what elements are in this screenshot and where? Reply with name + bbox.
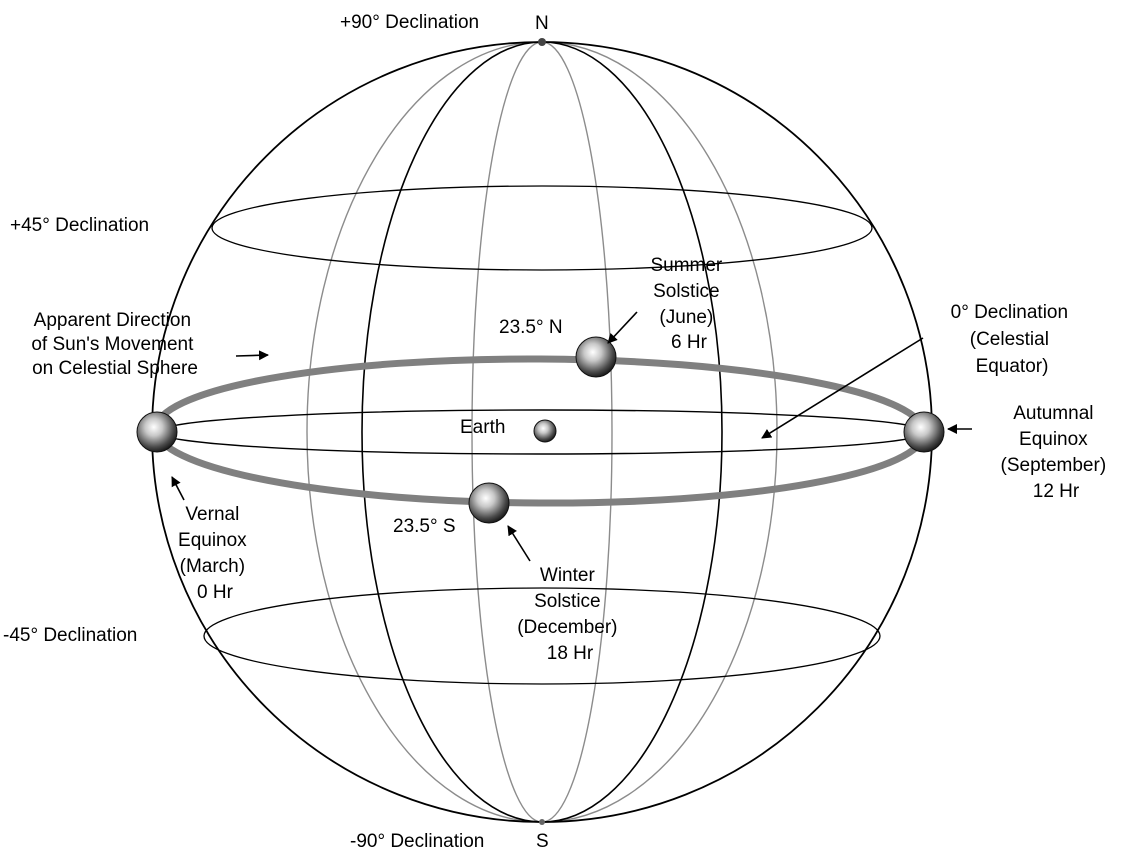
autumnal-equinox-line: 12 Hr: [1033, 481, 1080, 502]
vernal-equinox-line: (March): [180, 556, 245, 577]
apparent-motion-line: Apparent Direction: [34, 310, 191, 331]
earth-label: Earth: [460, 417, 505, 438]
vernal-equinox-sun: [136, 411, 178, 453]
summer-solstice-line: Solstice: [653, 281, 720, 302]
apparent-motion-label: Apparent Direction of Sun's Movement on …: [31, 310, 198, 379]
winter-solstice-line: (December): [517, 617, 617, 638]
vernal-equinox-line: 0 Hr: [197, 582, 234, 603]
summer-solstice-arrow: [607, 311, 638, 344]
vernal-equinox-line: Equinox: [178, 530, 247, 551]
vernal-equinox-label: Vernal Equinox (March) 0 Hr: [178, 504, 252, 603]
labels: +90° Declination N +45° Declination Appa…: [3, 12, 1112, 852]
plus45-declination-label: +45° Declination: [10, 215, 149, 236]
winter-solstice-line: Winter: [540, 565, 596, 586]
north-pole-label: N: [535, 13, 549, 34]
winter-solstice-sun: [468, 482, 510, 524]
autumnal-equinox-line: (September): [1001, 455, 1107, 476]
winter-solstice-label: Winter Solstice (December) 18 Hr: [517, 565, 623, 664]
summer-solstice-sun: [575, 336, 617, 378]
zero-declination-line: Equator): [976, 356, 1049, 377]
minus45-declination-label: -45° Declination: [3, 625, 137, 646]
plus45-declination-circle: [211, 185, 873, 271]
apparent-motion-arrow: [235, 350, 269, 361]
south-pole-label: S: [536, 831, 549, 852]
north-pole-dot: [538, 38, 546, 46]
arrows: [171, 311, 972, 562]
zero-declination-line: 0° Declination: [951, 302, 1068, 323]
south-pole-dot: [539, 819, 545, 825]
winter-solstice-line: Solstice: [534, 591, 601, 612]
autumnal-equinox-label: Autumnal Equinox (September) 12 Hr: [1001, 403, 1112, 502]
zero-declination-label: 0° Declination (Celestial Equator): [951, 302, 1074, 377]
summer-solstice-line: Summer: [650, 255, 722, 276]
winter-solstice-arrow: [507, 525, 531, 562]
summer-solstice-label: Summer Solstice (June) 6 Hr: [650, 255, 727, 353]
vernal-equinox-arrow: [171, 476, 185, 501]
minus90-declination-label: -90° Declination: [350, 831, 484, 852]
apparent-motion-line: on Celestial Sphere: [32, 358, 198, 379]
celestial-equator-arrow: [761, 337, 924, 439]
autumnal-equinox-line: Equinox: [1019, 429, 1088, 450]
north-tilt-label: 23.5° N: [499, 317, 563, 338]
summer-solstice-line: 6 Hr: [671, 332, 708, 353]
plus90-declination-label: +90° Declination: [340, 12, 479, 33]
summer-solstice-line: (June): [659, 307, 713, 328]
apparent-motion-line: of Sun's Movement: [31, 334, 194, 355]
autumnal-equinox-sun: [903, 411, 945, 453]
zero-declination-line: (Celestial: [970, 329, 1049, 350]
autumnal-equinox-line: Autumnal: [1013, 403, 1093, 424]
minus45-declination-circle: [203, 587, 881, 685]
earth-globe: [533, 419, 557, 443]
vernal-equinox-line: Vernal: [185, 504, 239, 525]
winter-solstice-line: 18 Hr: [547, 643, 594, 664]
south-tilt-label: 23.5° S: [393, 516, 456, 537]
